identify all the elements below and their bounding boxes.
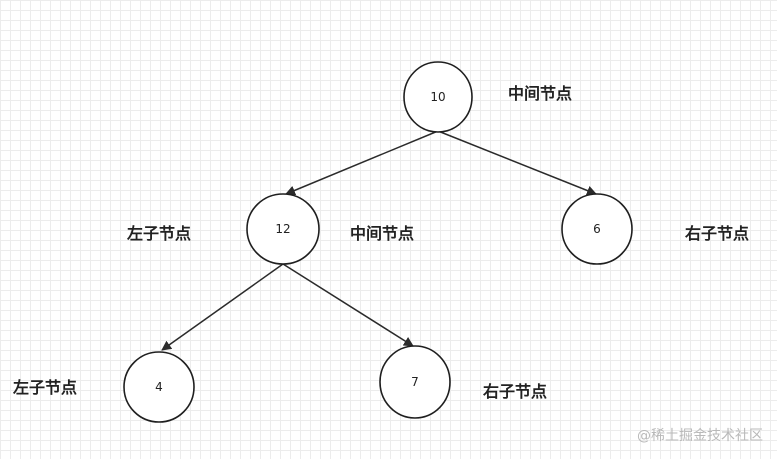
label-left-child-node: 左子节点 bbox=[127, 224, 192, 243]
label-left-right-node: 右子节点 bbox=[483, 382, 548, 401]
edge-root-to-left bbox=[285, 130, 439, 196]
edge-left-to-leftright bbox=[282, 263, 414, 347]
label-right-child-node: 右子节点 bbox=[685, 224, 750, 243]
tree-node-left: 12 bbox=[246, 193, 320, 265]
tree-node-root: 10 bbox=[403, 61, 473, 133]
node-value-left-right: 7 bbox=[411, 375, 419, 389]
label-left-left-node: 左子节点 bbox=[13, 378, 78, 397]
node-value-right: 6 bbox=[593, 222, 601, 236]
watermark-text: @稀土掘金技术社区 bbox=[637, 428, 763, 444]
node-value-left-left: 4 bbox=[155, 380, 163, 394]
tree-node-right: 6 bbox=[561, 193, 633, 265]
node-value-root: 10 bbox=[430, 90, 445, 104]
label-left-middle-node: 中间节点 bbox=[350, 224, 415, 243]
tree-node-left-left: 4 bbox=[123, 351, 195, 423]
edge-root-to-right bbox=[437, 130, 597, 196]
edge-left-to-leftleft bbox=[161, 263, 284, 351]
label-root-middle-node: 中间节点 bbox=[508, 84, 573, 103]
node-value-left: 12 bbox=[275, 222, 290, 236]
tree-node-left-right: 7 bbox=[379, 345, 451, 419]
